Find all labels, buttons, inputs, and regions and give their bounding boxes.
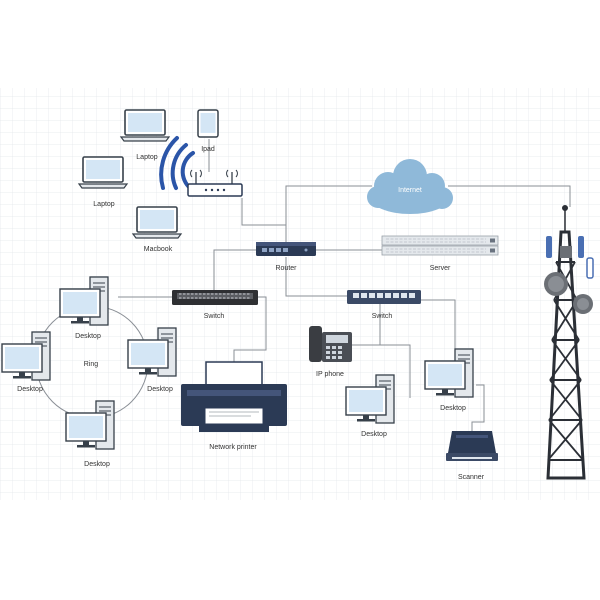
satellite-dish-icon: [544, 246, 593, 314]
connector-switch-desktop-mid: [380, 344, 411, 398]
scanner[interactable]: [446, 431, 498, 461]
connector-router-internet: [285, 185, 372, 243]
connector-router-switch-right: [285, 257, 347, 297]
label-ring: Ring: [84, 361, 99, 368]
connector-internet-tower: [448, 185, 571, 207]
label-scanner: Scanner: [458, 474, 485, 481]
label-network-printer: Network printer: [209, 444, 257, 451]
connector-desktop-scanner: [471, 384, 485, 432]
cell-tower-icon: [546, 205, 594, 480]
wireless-router[interactable]: [187, 169, 243, 197]
label-internet: Internet: [398, 187, 422, 194]
label-ipad: Ipad: [201, 146, 215, 153]
label-desktop-right: Desktop: [440, 405, 466, 412]
server-icon: [381, 235, 499, 256]
printer-icon: [181, 361, 287, 432]
label-desktop-ring-top: Desktop: [75, 333, 101, 340]
label-server: Server: [430, 265, 451, 272]
router-icon: [256, 242, 316, 256]
switch-left[interactable]: [172, 290, 258, 305]
label-laptop-left: Laptop: [93, 201, 115, 208]
tablet-icon: [197, 109, 219, 138]
cell-tower[interactable]: [544, 205, 594, 480]
internet-cloud[interactable]: Internet: [367, 159, 453, 214]
ipad[interactable]: [197, 109, 219, 138]
network-printer[interactable]: [181, 361, 287, 432]
label-switch-left: Switch: [204, 313, 225, 320]
label-laptop-top: Laptop: [136, 154, 158, 161]
connectors: [118, 139, 571, 432]
ip-phone-icon: [309, 326, 352, 362]
label-desktop-mid: Desktop: [361, 431, 387, 438]
label-desktop-ring-bottom: Desktop: [84, 461, 110, 468]
switch-icon: [172, 290, 258, 305]
label-macbook: Macbook: [144, 246, 173, 253]
router[interactable]: [256, 242, 316, 256]
wireless-router-icon: [187, 169, 243, 197]
connector-router-switch-left: [213, 249, 256, 290]
label-router: Router: [275, 265, 297, 272]
switch-icon: [347, 290, 421, 304]
label-switch-right: Switch: [372, 313, 393, 320]
cloud-icon: [367, 159, 453, 214]
scanner-icon: [446, 431, 498, 461]
label-desktop-ring-left: Desktop: [17, 386, 43, 393]
server[interactable]: [381, 235, 499, 256]
ip-phone[interactable]: [309, 326, 352, 362]
connector-switch-desktop-right: [418, 299, 456, 350]
label-desktop-ring-right: Desktop: [147, 386, 173, 393]
wifi-signal-icon: [159, 136, 195, 190]
label-ip-phone: IP phone: [316, 371, 344, 378]
connector-switch-printer: [233, 296, 267, 362]
switch-right[interactable]: [347, 290, 421, 304]
